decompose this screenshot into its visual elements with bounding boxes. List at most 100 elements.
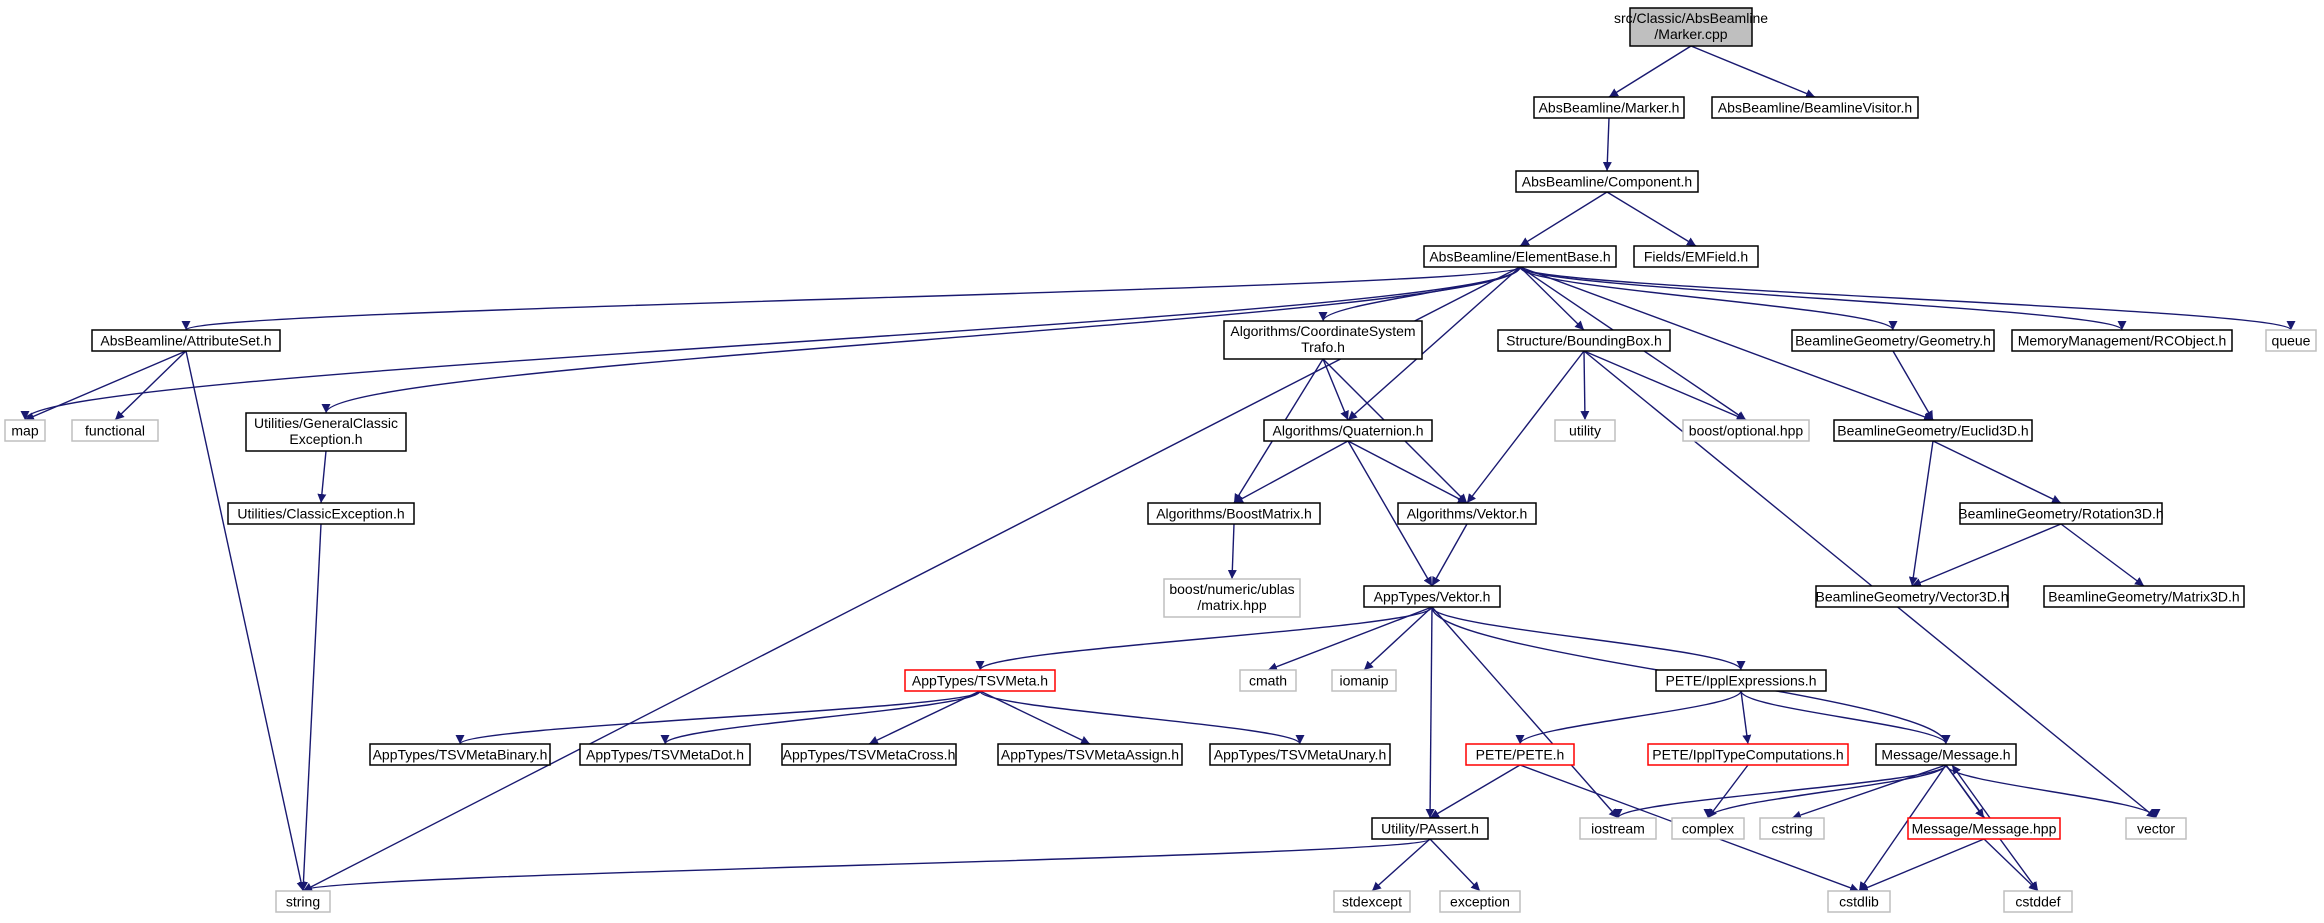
edge-passert-to-stdexcept xyxy=(1371,838,1431,892)
node-cstdlib: cstdlib xyxy=(1827,890,1891,913)
node-ipplexpr[interactable]: PETE/IpplExpressions.h xyxy=(1655,669,1827,692)
node-cstring: cstring xyxy=(1759,817,1825,840)
node-component[interactable]: AbsBeamline/Component.h xyxy=(1515,170,1699,193)
edge-elementbase-to-map xyxy=(20,266,1521,421)
node-boostmatrix[interactable]: Algorithms/BoostMatrix.h xyxy=(1147,502,1321,525)
node-label-optional-0: boost/optional.hpp xyxy=(1689,423,1804,439)
node-queue: queue xyxy=(2265,329,2317,352)
node-box-iostream xyxy=(1579,817,1657,840)
node-message_h[interactable]: Message/Message.h xyxy=(1875,743,2017,766)
node-box-ipplexpr xyxy=(1655,669,1827,692)
node-complex: complex xyxy=(1671,817,1745,840)
node-beamline_visitor[interactable]: AbsBeamline/BeamlineVisitor.h xyxy=(1711,96,1919,119)
edge-euclid3d-to-vector3d xyxy=(1908,440,1934,587)
node-label-tsvmeta-0: AppTypes/TSVMeta.h xyxy=(912,673,1048,689)
node-tsvmeta[interactable]: AppTypes/TSVMeta.h xyxy=(904,669,1056,692)
edge-ipplexpr-to-message_h xyxy=(1740,690,1951,745)
node-cmath: cmath xyxy=(1239,669,1297,692)
node-pete[interactable]: PETE/PETE.h xyxy=(1465,743,1575,766)
node-label-generalclassic-1: Exception.h xyxy=(289,431,362,447)
node-passert[interactable]: Utility/PAssert.h xyxy=(1371,817,1489,840)
node-label-root-1: /Marker.cpp xyxy=(1654,26,1727,42)
edge-marker_h-to-component xyxy=(1602,117,1612,172)
edge-message_h-to-complex xyxy=(1703,764,1947,819)
node-label-vector-0: vector xyxy=(2137,821,2175,837)
node-label-cstddef-0: cstddef xyxy=(2015,894,2060,910)
edge-ipplexpr-to-ippltype xyxy=(1740,690,1752,745)
node-tsvassign[interactable]: AppTypes/TSVMetaAssign.h xyxy=(997,743,1183,766)
node-box-algvektor xyxy=(1397,502,1537,525)
node-box-iomanip xyxy=(1331,669,1397,692)
node-classicexception[interactable]: Utilities/ClassicException.h xyxy=(227,502,415,525)
node-marker_h[interactable]: AbsBeamline/Marker.h xyxy=(1533,96,1685,119)
node-boundingbox[interactable]: Structure/BoundingBox.h xyxy=(1497,329,1671,352)
node-label-queue-0: queue xyxy=(2272,333,2311,349)
edge-rotation3d-to-vector3d xyxy=(1911,523,2062,587)
node-geometry[interactable]: BeamlineGeometry/Geometry.h xyxy=(1791,329,1995,352)
edge-geometry-to-euclid3d xyxy=(1892,350,1934,421)
node-label-classicexception-0: Utilities/ClassicException.h xyxy=(237,506,404,522)
node-attributeset[interactable]: AbsBeamline/AttributeSet.h xyxy=(91,329,281,352)
node-label-coordsystem-0: Algorithms/CoordinateSystem xyxy=(1230,323,1415,339)
node-label-cstring-0: cstring xyxy=(1771,821,1812,837)
node-box-message_hpp xyxy=(1907,817,2061,840)
node-label-component-0: AbsBeamline/Component.h xyxy=(1522,174,1692,190)
node-quaternion[interactable]: Algorithms/Quaternion.h xyxy=(1263,419,1433,442)
node-root[interactable]: src/Classic/AbsBeamline/Marker.cpp xyxy=(1614,7,1768,47)
node-box-ublas xyxy=(1163,578,1301,618)
edge-message_hpp-to-cstdlib xyxy=(1858,838,1985,892)
node-box-emfield xyxy=(1633,245,1759,268)
node-label-stdexcept-0: stdexcept xyxy=(1342,894,1402,910)
edge-appvektor-to-iostream xyxy=(1431,606,1619,819)
node-rcobject[interactable]: MemoryManagement/RCObject.h xyxy=(2011,329,2233,352)
node-emfield[interactable]: Fields/EMField.h xyxy=(1633,245,1759,268)
node-utility: utility xyxy=(1554,419,1616,442)
node-matrix3d[interactable]: BeamlineGeometry/Matrix3D.h xyxy=(2043,585,2245,608)
edge-message_h-to-cstring xyxy=(1791,764,1947,820)
edge-pete-to-passert xyxy=(1429,764,1521,819)
node-label-ublas-1: /matrix.hpp xyxy=(1197,597,1266,613)
node-tsvbinary[interactable]: AppTypes/TSVMetaBinary.h xyxy=(369,743,551,766)
edge-boostmatrix-to-ublas xyxy=(1227,523,1237,580)
node-box-tsvunary xyxy=(1209,743,1391,766)
node-box-ippltype xyxy=(1647,743,1849,766)
node-label-boostmatrix-0: Algorithms/BoostMatrix.h xyxy=(1156,506,1312,522)
edge-appvektor-to-passert xyxy=(1425,606,1435,819)
node-label-iostream-0: iostream xyxy=(1591,821,1645,837)
node-message_hpp[interactable]: Message/Message.hpp xyxy=(1907,817,2061,840)
node-appvektor[interactable]: AppTypes/Vektor.h xyxy=(1363,585,1501,608)
node-ippltype[interactable]: PETE/IpplTypeComputations.h xyxy=(1647,743,1849,766)
node-box-cstring xyxy=(1759,817,1825,840)
node-tsvcross[interactable]: AppTypes/TSVMetaCross.h xyxy=(781,743,957,766)
node-map: map xyxy=(4,419,46,442)
node-box-tsvdot xyxy=(579,743,751,766)
edge-component-to-emfield xyxy=(1606,191,1697,247)
edge-quaternion-to-appvektor xyxy=(1347,440,1433,587)
node-box-beamline_visitor xyxy=(1711,96,1919,119)
edge-message_hpp-to-cstddef xyxy=(1983,838,2039,892)
node-box-boundingbox xyxy=(1497,329,1671,352)
edge-attributeset-to-string xyxy=(185,350,306,892)
node-box-component xyxy=(1515,170,1699,193)
node-tsvunary[interactable]: AppTypes/TSVMetaUnary.h xyxy=(1209,743,1391,766)
node-rotation3d[interactable]: BeamlineGeometry/Rotation3D.h xyxy=(1958,502,2164,525)
node-euclid3d[interactable]: BeamlineGeometry/Euclid3D.h xyxy=(1833,419,2033,442)
node-box-root xyxy=(1629,7,1753,47)
node-algvektor[interactable]: Algorithms/Vektor.h xyxy=(1397,502,1537,525)
edge-quaternion-to-algvektor xyxy=(1347,440,1468,504)
node-box-rotation3d xyxy=(1959,502,2163,525)
node-label-string-0: string xyxy=(286,894,320,910)
node-elementbase[interactable]: AbsBeamline/ElementBase.h xyxy=(1423,245,1617,268)
node-label-tsvbinary-0: AppTypes/TSVMetaBinary.h xyxy=(373,747,548,763)
node-vector3d[interactable]: BeamlineGeometry/Vector3D.h xyxy=(1815,585,2009,608)
node-tsvdot[interactable]: AppTypes/TSVMetaDot.h xyxy=(579,743,751,766)
node-functional: functional xyxy=(71,419,159,442)
edge-tsvmeta-to-tsvunary xyxy=(979,690,1305,745)
node-box-complex xyxy=(1671,817,1745,840)
edge-elementbase-to-string xyxy=(302,266,1521,892)
node-box-generalclassic xyxy=(245,412,407,452)
node-label-message_h-0: Message/Message.h xyxy=(1881,747,2010,763)
edge-elementbase-to-quaternion xyxy=(1347,266,1521,421)
